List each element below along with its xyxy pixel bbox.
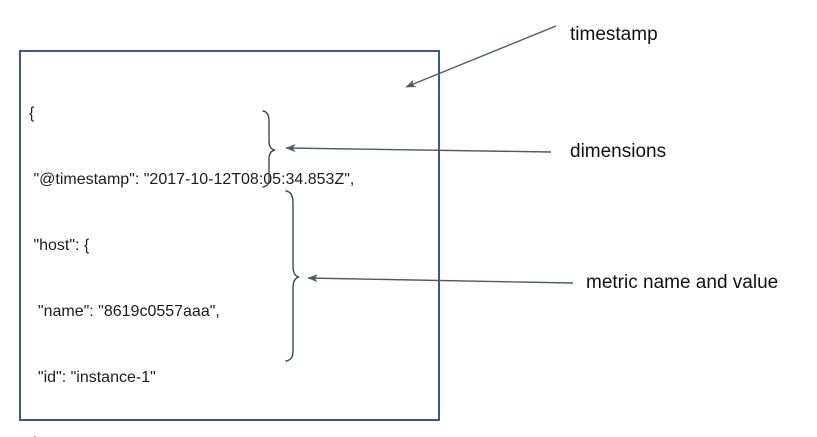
dimensions-label: dimensions	[570, 141, 667, 162]
metric-name-and-value-label: metric name and value	[586, 272, 779, 293]
code-line-timestamp: "@timestamp": "2017-10-12T08:05:34.853Z"…	[29, 171, 355, 188]
timestamp-label: timestamp	[570, 24, 658, 45]
code-line-host-id: "id": "instance-1"	[29, 369, 156, 386]
json-code-block: { "@timestamp": "2017-10-12T08:05:34.853…	[29, 59, 354, 437]
code-line: },	[29, 433, 354, 437]
json-document-box	[19, 50, 440, 421]
code-line: {	[29, 105, 35, 122]
code-line-host: "host": {	[29, 237, 90, 254]
code-line-host-name: "name": "8619c0557aaa",	[29, 303, 220, 320]
